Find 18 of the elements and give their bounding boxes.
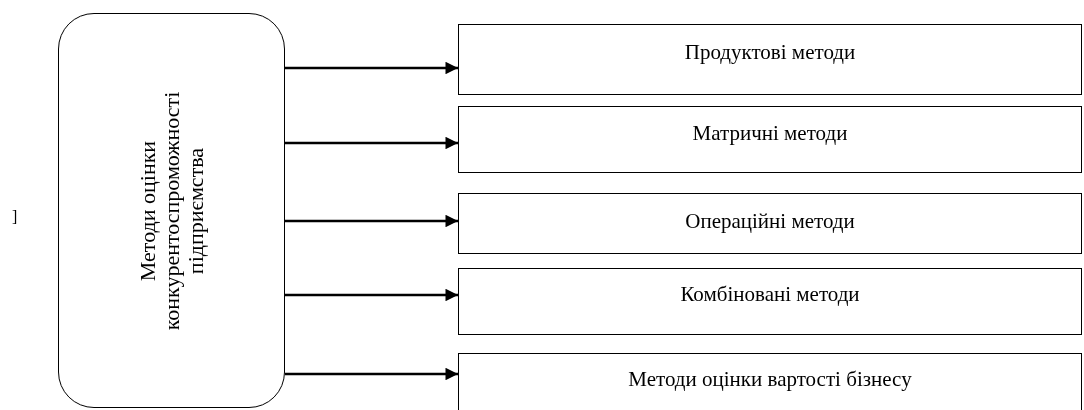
method-box <box>458 106 1082 173</box>
method-box <box>458 24 1082 95</box>
method-box <box>458 353 1082 410</box>
box-label: Матричні методи <box>692 121 848 147</box>
box-label: Методи оцінки вартості бізнесу <box>628 367 912 393</box>
arrow <box>285 61 458 75</box>
box-label: Операційні методи <box>685 209 855 235</box>
rounded-box <box>58 13 285 408</box>
arrow <box>285 288 458 302</box>
box-label: Продуктові методи <box>684 40 856 66</box>
arrow <box>285 136 458 150</box>
box-label: Методи оцінки конкурентоспроможності підприємства <box>135 90 208 332</box>
stray-mark: ] <box>12 208 18 226</box>
arrow <box>285 367 458 381</box>
arrow <box>285 214 458 228</box>
box-label: Комбіновані методи <box>680 282 860 308</box>
method-box <box>458 268 1082 335</box>
method-box <box>458 193 1082 254</box>
